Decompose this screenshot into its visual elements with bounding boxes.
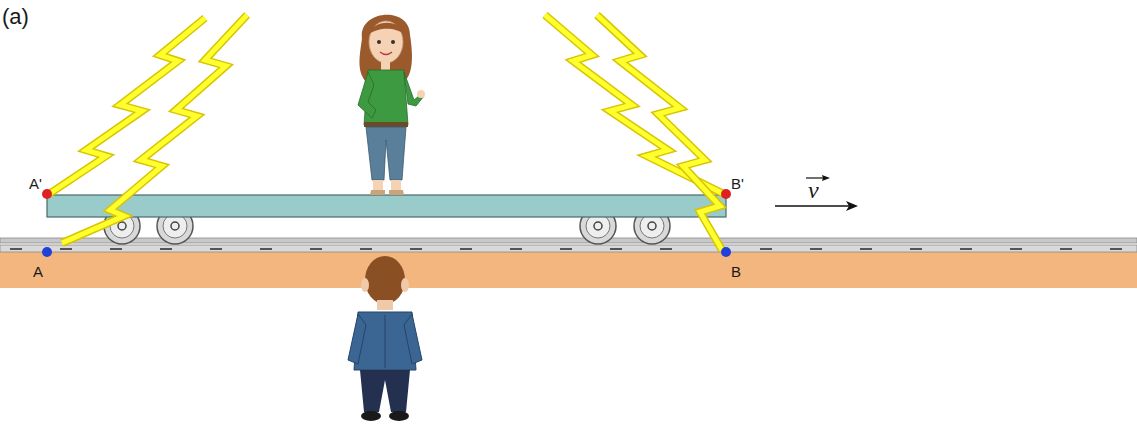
lightning bbox=[49, 15, 724, 250]
velocity-arrow bbox=[775, 175, 858, 211]
man-figure bbox=[348, 256, 422, 421]
point-label: B' bbox=[731, 176, 744, 191]
event-point bbox=[42, 247, 52, 257]
point-label: A' bbox=[29, 176, 42, 191]
point-label: A bbox=[33, 264, 43, 279]
point-label: B bbox=[731, 264, 741, 279]
event-point bbox=[721, 247, 731, 257]
ground bbox=[0, 252, 1137, 288]
flatcar bbox=[47, 195, 726, 217]
rail bbox=[0, 245, 1137, 252]
event-point bbox=[42, 189, 52, 199]
event-point bbox=[721, 189, 731, 199]
velocity-label: v bbox=[808, 178, 819, 202]
panel-label: (a) bbox=[2, 6, 29, 28]
woman-figure bbox=[358, 15, 425, 195]
sleepers bbox=[10, 248, 1122, 250]
